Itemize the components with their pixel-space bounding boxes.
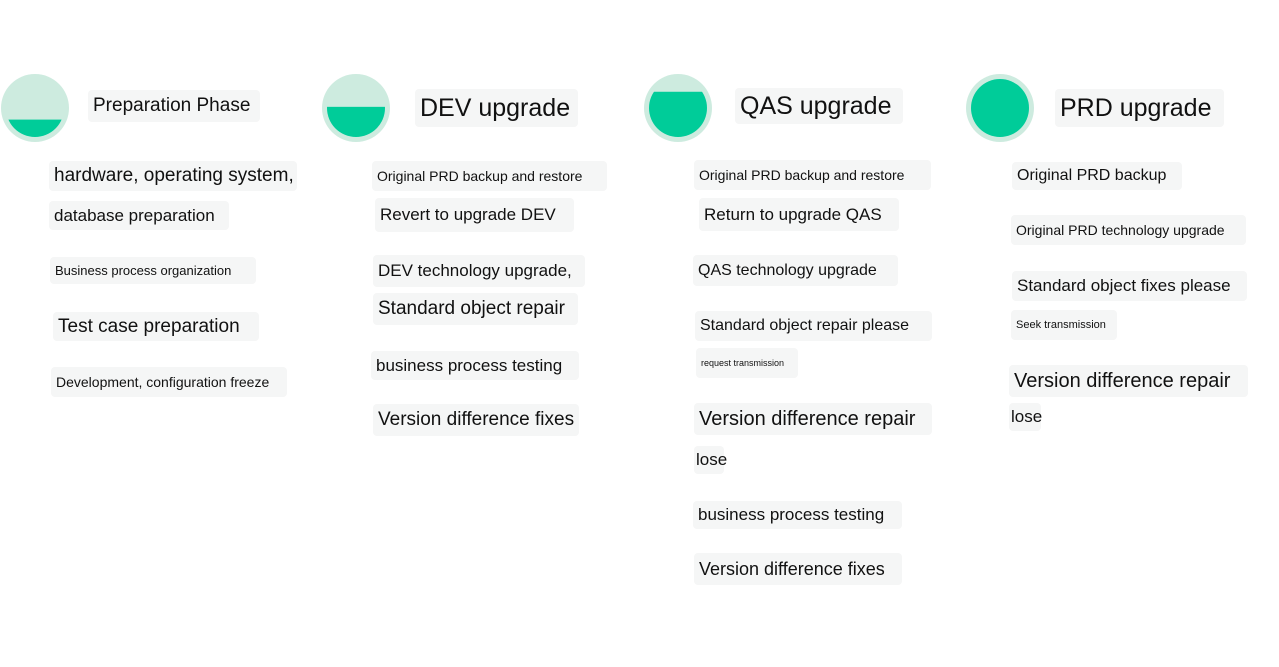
gauge-fill xyxy=(6,119,64,137)
task-item: Standard object repair xyxy=(373,293,578,325)
task-item: Test case preparation xyxy=(53,312,259,341)
task-item: Return to upgrade QAS xyxy=(699,198,899,231)
task-item: Version difference fixes xyxy=(694,553,902,585)
gauge-fill xyxy=(649,91,707,137)
progress-gauge-preparation xyxy=(1,74,69,142)
task-item: QAS technology upgrade xyxy=(693,255,898,286)
phase-title: QAS upgrade xyxy=(735,88,903,124)
task-item: Version difference repair xyxy=(1009,365,1248,397)
task-item: Standard object repair please xyxy=(695,311,932,341)
phase-title: PRD upgrade xyxy=(1055,89,1224,127)
task-item: Revert to upgrade DEV xyxy=(375,198,574,232)
task-item: Seek transmission xyxy=(1011,310,1117,340)
task-item: Original PRD backup and restore xyxy=(372,161,607,191)
task-item: Development, configuration freeze xyxy=(51,367,287,397)
task-item: business process testing xyxy=(693,501,902,529)
progress-gauge-dev xyxy=(322,74,390,142)
task-item: DEV technology upgrade, xyxy=(373,255,585,287)
progress-gauge-prd xyxy=(966,74,1034,142)
task-item: Original PRD backup xyxy=(1012,162,1182,190)
task-item: Standard object fixes please xyxy=(1012,271,1247,301)
task-item: lose xyxy=(1009,403,1042,431)
phase-title: DEV upgrade xyxy=(415,89,578,127)
task-item: Original PRD backup and restore xyxy=(694,160,931,190)
phase-title: Preparation Phase xyxy=(88,90,260,122)
task-item: Version difference fixes xyxy=(373,404,579,436)
progress-gauge-qas xyxy=(644,74,712,142)
task-item: database preparation xyxy=(49,201,229,230)
task-item: lose xyxy=(694,446,727,474)
gauge-fill xyxy=(971,79,1029,137)
task-item: Version difference repair xyxy=(694,403,932,435)
task-item: business process testing xyxy=(371,351,579,380)
task-item: Business process organization xyxy=(50,257,256,284)
task-item: Original PRD technology upgrade xyxy=(1011,215,1246,245)
task-item: request transmission xyxy=(696,348,798,378)
task-item: hardware, operating system, xyxy=(49,161,297,191)
